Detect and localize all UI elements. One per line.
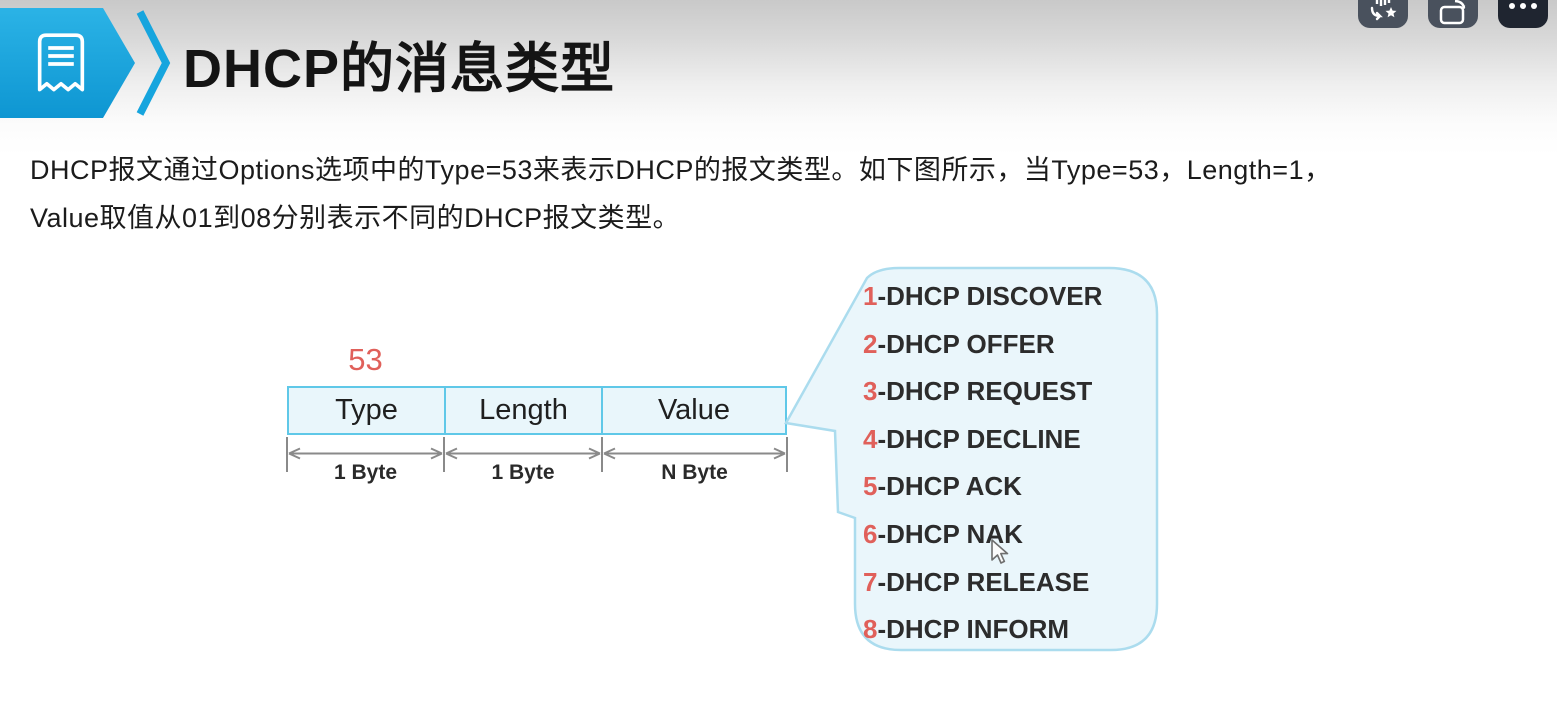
voice-translate-button[interactable] [1358, 0, 1408, 28]
document-note-icon [37, 33, 85, 92]
field-cell-length: Length [444, 388, 601, 433]
list-item-dhcp-offer: 2-DHCP OFFER [863, 329, 1055, 359]
list-item-dhcp-decline: 4-DHCP DECLINE [863, 424, 1081, 454]
header-badge [0, 8, 135, 118]
list-item-dhcp-inform: 8-DHCP INFORM [863, 614, 1070, 644]
body-text-line-2: Value取值从01到08分别表示不同的DHCP报文类型。 [30, 203, 681, 233]
byte-size-label-type: 1 Byte [333, 461, 398, 484]
list-item-dhcp-request: 3-DHCP REQUEST [863, 376, 1093, 406]
more-options-button[interactable] [1498, 0, 1548, 28]
popout-window-button[interactable] [1428, 0, 1478, 28]
field-cell-type: Type [335, 394, 398, 426]
field-cell-value: Value [601, 388, 785, 433]
more-options-icon [1509, 3, 1537, 9]
popout-window-icon [1439, 0, 1466, 25]
tlv-field-table: Type Length Value [287, 386, 787, 435]
header-chevron-icon [136, 10, 171, 116]
dimension-arrow-value [603, 447, 786, 460]
option-type-value: 53 [348, 342, 383, 377]
page-title: DHCP的消息类型 [183, 39, 616, 99]
dimension-arrow-length [445, 447, 601, 460]
byte-size-label-length: 1 Byte [491, 461, 555, 484]
byte-size-label-value: N Byte [661, 461, 728, 484]
list-item-dhcp-ack: 5-DHCP ACK [863, 471, 1022, 501]
mouse-cursor [991, 539, 1009, 564]
body-text-line-1: DHCP报文通过Options选项中的Type=53来表示DHCP的报文类型。如… [30, 155, 1332, 185]
voice-translate-icon [1370, 0, 1397, 21]
dimension-arrow-type [288, 447, 443, 460]
list-item-dhcp-discover: 1-DHCP DISCOVER [863, 281, 1103, 311]
list-item-dhcp-release: 7-DHCP RELEASE [863, 567, 1090, 597]
